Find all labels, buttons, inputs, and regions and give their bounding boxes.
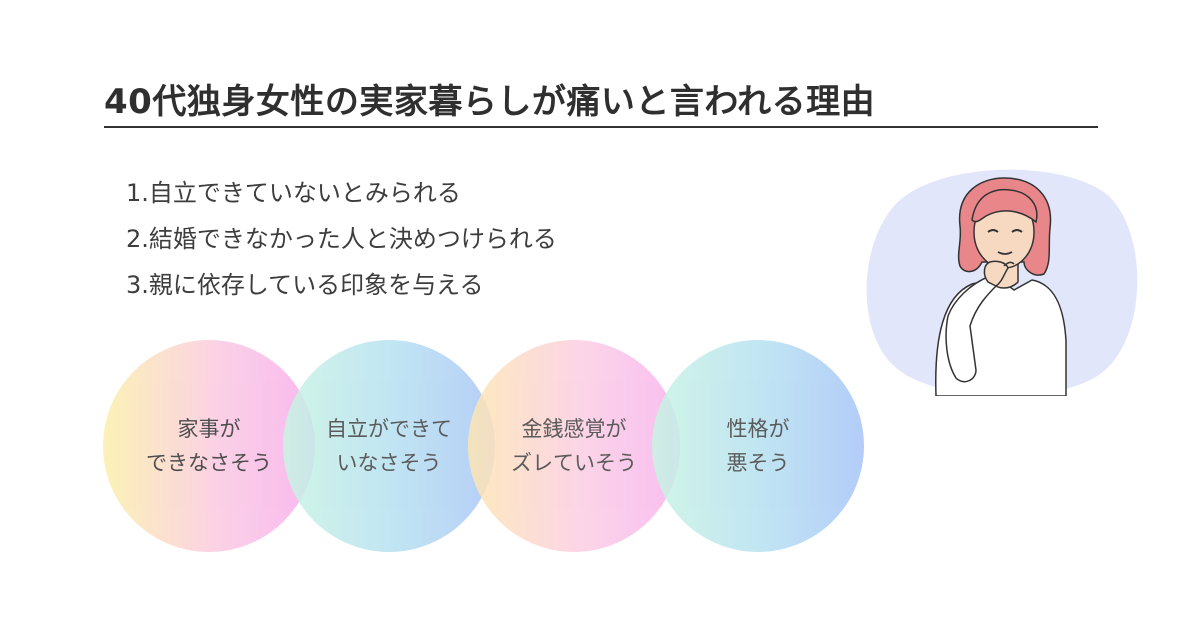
right-eye [1011, 229, 1023, 233]
finger [1003, 261, 1015, 267]
hand [983, 260, 1009, 287]
impression-circle-personality: 性格が 悪そう [652, 340, 864, 552]
reason-item: 3.親に依存している印象を与える [126, 271, 484, 299]
impression-circle-money-sense: 金銭感覚が ズレていそう [468, 340, 680, 552]
reason-item: 2.結婚できなかった人と決めつけられる [126, 225, 557, 253]
impression-circle-independence: 自立ができて いなさそう [283, 340, 495, 552]
reason-list: 1.自立できていないとみられる 2.結婚できなかった人と決めつけられる 3.親に… [126, 170, 557, 308]
impression-circle-housework: 家事が できなさそう [103, 340, 315, 552]
title-divider [104, 126, 1098, 128]
reason-item: 1.自立できていないとみられる [126, 179, 461, 207]
circle-label: 自立ができて いなさそう [326, 417, 452, 475]
hair-bangs [971, 188, 1038, 224]
circle-label: 金銭感覚が ズレていそう [511, 417, 637, 475]
page-title: 40代独身女性の実家暮らしが痛いと言われる理由 [104, 82, 876, 122]
circle-label: 性格が 悪そう [726, 417, 790, 475]
thinking-woman-icon [866, 169, 1138, 396]
arm [945, 275, 1000, 383]
left-eye [987, 229, 999, 233]
mouth [997, 251, 1013, 255]
circle-label: 家事が できなさそう [146, 417, 272, 475]
